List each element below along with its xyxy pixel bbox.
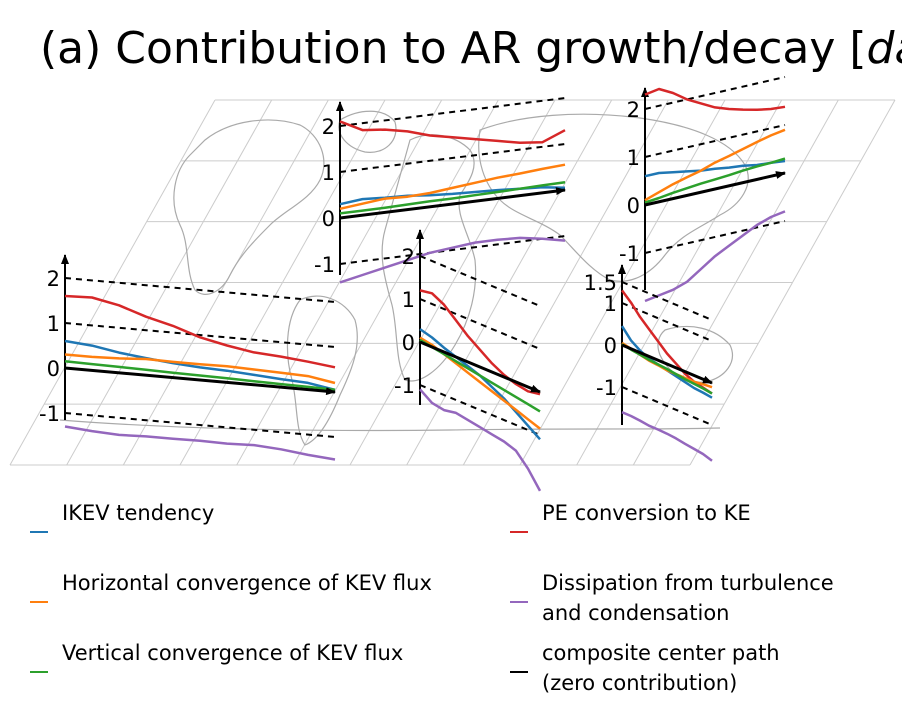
y-tick-label: 1 xyxy=(627,146,640,170)
reference-line xyxy=(644,220,786,254)
legend-label: Horizontal convergence of KEV flux xyxy=(62,571,432,595)
y-tick-label: 0 xyxy=(322,207,335,231)
reference-line xyxy=(644,76,786,110)
series-line-pe_conversion xyxy=(419,289,541,396)
series-line-horizontal_convergence xyxy=(339,163,566,211)
coastline-antarctica xyxy=(59,419,721,432)
reference-line xyxy=(64,277,336,303)
series-line-horizontal_convergence xyxy=(64,353,336,385)
panel-north-east: 2 1 0 -1 xyxy=(619,76,786,303)
y-tick-label: -1 xyxy=(619,242,640,266)
legend-item-vertical_convergence: Vertical convergence of KEV flux xyxy=(30,641,403,673)
series-line-vertical_convergence xyxy=(644,157,786,204)
legend-label: composite center path xyxy=(542,641,780,665)
reference-line xyxy=(64,412,336,438)
chart-title-unit-base: day xyxy=(867,23,902,74)
reference-line xyxy=(339,143,566,173)
y-tick-label: -1 xyxy=(394,374,415,398)
center-path xyxy=(64,366,336,396)
y-tick-label: 1.5 xyxy=(584,271,617,295)
series-line-vertical_convergence xyxy=(64,360,336,392)
map-gridlines xyxy=(9,99,896,466)
y-tick-label: 2 xyxy=(47,267,60,291)
legend-item-center_path: composite center path (zero contribution) xyxy=(510,641,780,695)
legend-label: PE conversion to KE xyxy=(542,501,751,525)
series-line-vertical_convergence xyxy=(339,180,566,215)
map-coastlines xyxy=(59,110,749,446)
legend: IKEV tendency PE conversion to KE Horizont… xyxy=(30,501,834,695)
center-path xyxy=(419,340,541,394)
panel-east: 1.51 0 -1 xyxy=(584,264,713,462)
y-tick-label: 0 xyxy=(604,334,617,358)
y-tick-label: 0 xyxy=(627,194,640,218)
y-tick-label: 0 xyxy=(402,331,415,355)
center-path xyxy=(621,343,713,385)
series-line-pe_conversion xyxy=(644,87,786,112)
y-tick-label: -1 xyxy=(39,402,60,426)
reference-line xyxy=(339,235,566,265)
y-tick-label: 0 xyxy=(47,357,60,381)
reference-line xyxy=(621,302,713,342)
center-path xyxy=(644,171,786,207)
legend-label: IKEV tendency xyxy=(62,501,214,525)
legend-item-pe_conversion: PE conversion to KE xyxy=(510,501,751,533)
legend-label: and condensation xyxy=(542,601,729,625)
legend-item-ikev_tendency: IKEV tendency xyxy=(30,501,214,533)
series-line-dissipation xyxy=(644,210,786,303)
legend-item-horizontal_convergence: Horizontal convergence of KEV flux xyxy=(30,571,432,603)
series-line-dissipation xyxy=(419,388,542,492)
center-path xyxy=(339,187,566,220)
coastline-north-america xyxy=(173,119,325,295)
series-line-dissipation xyxy=(64,425,336,461)
y-tick-label: 1 xyxy=(402,288,415,312)
chart-title: (a) Contribution to AR growth/decay [day… xyxy=(40,19,902,74)
legend-label: Vertical convergence of KEV flux xyxy=(62,641,403,665)
coastline-asia xyxy=(478,113,749,282)
coastline-greenland xyxy=(338,110,397,153)
y-tick-label: 2 xyxy=(322,115,335,139)
series-line-dissipation xyxy=(621,411,713,462)
series-line-dissipation xyxy=(339,236,566,284)
legend-label: Dissipation from turbulence xyxy=(542,571,834,595)
panel-central: 2 1 0 -1 xyxy=(394,229,542,492)
y-tick-label: 1 xyxy=(47,312,60,336)
panel-west: 2 1 0 -1 xyxy=(39,254,336,461)
y-tick-label: 1 xyxy=(322,161,335,185)
series-line-horizontal_convergence xyxy=(644,128,786,202)
reference-line xyxy=(339,97,566,127)
reference-line xyxy=(64,322,336,348)
legend-item-dissipation: Dissipation from turbulence and condensa… xyxy=(510,571,834,625)
y-tick-label: 2 xyxy=(402,245,415,269)
coastline-europe-africa xyxy=(381,134,477,382)
panel-north-center: 2 1 0 -1 xyxy=(314,97,566,284)
y-tick-label: -1 xyxy=(596,376,617,400)
series-line-pe_conversion xyxy=(64,294,336,369)
y-tick-label: -1 xyxy=(314,253,335,277)
reference-line xyxy=(621,386,713,426)
chart-title-prefix: (a) Contribution to AR growth/decay [ xyxy=(40,23,867,74)
reference-line xyxy=(644,124,786,158)
series-line-pe_conversion xyxy=(339,120,566,144)
y-tick-label: 2 xyxy=(627,98,640,122)
series-line-ikev_tendency xyxy=(64,339,336,392)
series-line-vertical_convergence xyxy=(621,343,713,395)
legend-label: (zero contribution) xyxy=(542,671,737,695)
world-map xyxy=(9,99,896,466)
y-tick-label: 1 xyxy=(604,292,617,316)
reference-line xyxy=(621,281,713,321)
